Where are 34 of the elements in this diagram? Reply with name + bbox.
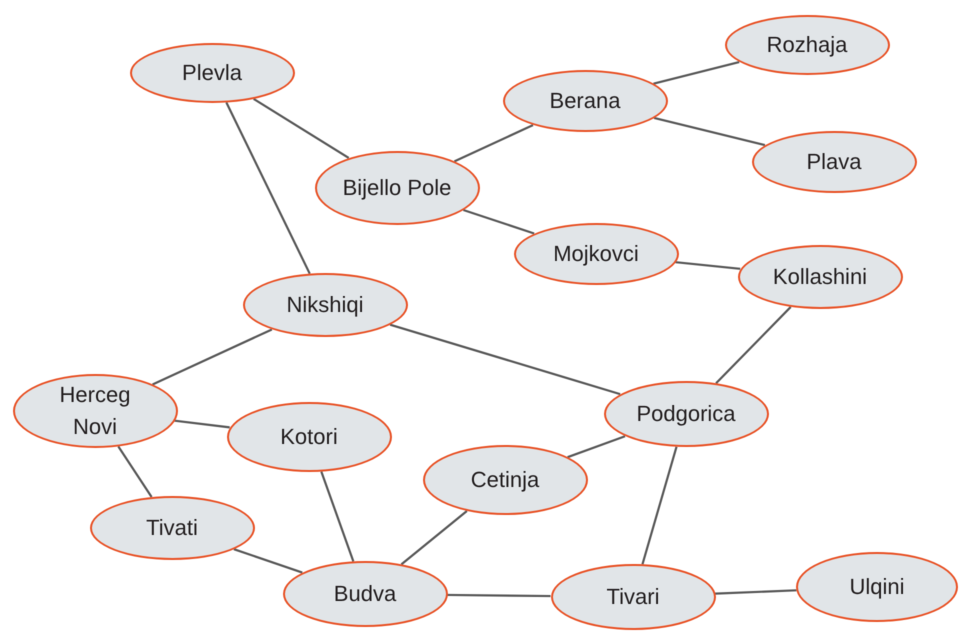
connector-line (253, 98, 350, 159)
city-name: Cetinja (470, 466, 540, 494)
connector-line (567, 435, 626, 458)
connector-line (117, 446, 153, 498)
city-name: Kotori (280, 423, 338, 452)
connector-line (447, 594, 551, 598)
city-name: Rozhaja (766, 31, 848, 60)
connector-line (400, 510, 468, 566)
connector-line (715, 589, 796, 595)
connector-line (654, 116, 766, 146)
city-name: Kollashini (772, 263, 868, 292)
connector-line (174, 420, 230, 428)
city-name: Podgorica (636, 400, 736, 428)
city-name: Mojkovci (553, 240, 639, 268)
connector-line (234, 548, 303, 574)
city-name: Budva (334, 580, 396, 608)
city-name: Herceg Novi (58, 381, 132, 441)
city-name: Bijello Pole (342, 174, 452, 202)
city-name: Plevla (182, 59, 242, 88)
connector-line (675, 261, 740, 270)
city-name: Tivati (146, 514, 198, 542)
city-name: Tivari (606, 583, 660, 612)
connector-line (462, 208, 534, 235)
city-name: Ulqini (849, 573, 905, 602)
city-name: Berana (550, 87, 620, 116)
connector-line (152, 328, 272, 386)
connector-line (641, 446, 678, 565)
connector-line (225, 102, 311, 274)
city-name: Plava (806, 148, 862, 176)
connector-line (653, 61, 740, 85)
connector-line (320, 471, 354, 562)
connector-line (454, 124, 534, 162)
city-name: Nikshiqi (286, 291, 364, 320)
connector-line (390, 324, 620, 396)
